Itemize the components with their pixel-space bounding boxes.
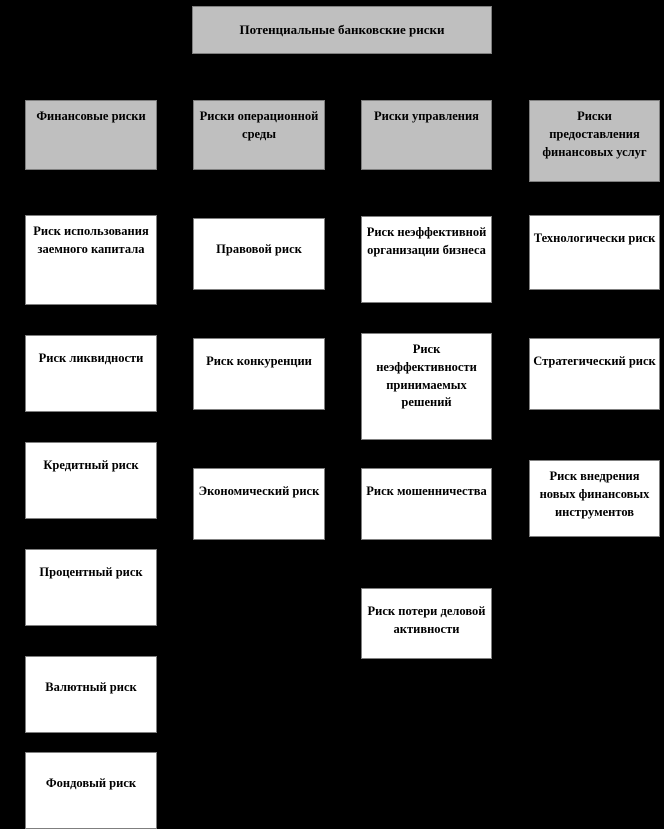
risk-node-label: Технологически риск	[533, 231, 656, 245]
risk-node-management-1: Риск неэффективной организации бизнеса	[361, 216, 492, 303]
risk-node-label: Риск ликвидности	[38, 351, 144, 365]
risk-node-label: Риск неэффективной организации бизнеса	[366, 225, 487, 257]
risk-node-financial-5: Валютный риск	[25, 656, 157, 733]
diagram-title-box: Потенциальные банковские риски	[192, 6, 492, 54]
risk-node-label: Риск мошенничества	[366, 484, 487, 498]
category-header-management: Риски управления	[361, 100, 492, 170]
risk-node-services-1: Технологически риск	[529, 215, 660, 290]
risk-node-operational-2: Риск конкуренции	[193, 338, 325, 410]
risk-node-label: Валютный риск	[45, 680, 137, 694]
risk-node-financial-4: Процентный риск	[25, 549, 157, 626]
category-header-label: Риски предоставления финансовых услуг	[542, 109, 647, 159]
risk-node-financial-2: Риск ликвидности	[25, 335, 157, 412]
risk-node-label: Процентный риск	[39, 565, 143, 579]
category-header-label: Финансовые риски	[36, 109, 146, 123]
risk-node-label: Риск неэффективности принимаемых решений	[376, 342, 477, 410]
risk-node-label: Риск использования заемного капитала	[33, 224, 149, 256]
risk-node-operational-3: Экономический риск	[193, 468, 325, 540]
risk-node-label: Правовой риск	[216, 242, 302, 256]
risk-node-financial-3: Кредитный риск	[25, 442, 157, 519]
risk-node-services-3: Риск внедрения новых финансовых инструме…	[529, 460, 660, 537]
risk-node-label: Риск конкуренции	[206, 354, 312, 368]
category-header-services: Риски предоставления финансовых услуг	[529, 100, 660, 182]
risk-node-operational-1: Правовой риск	[193, 218, 325, 290]
category-header-label: Риски управления	[374, 109, 479, 123]
risk-node-management-2: Риск неэффективности принимаемых решений	[361, 333, 492, 440]
category-header-operational: Риски операционной среды	[193, 100, 325, 170]
category-header-label: Риски операционной среды	[199, 109, 319, 141]
risk-node-label: Стратегический риск	[533, 354, 656, 368]
risk-node-label: Кредитный риск	[43, 458, 139, 472]
risk-node-management-4: Риск потери деловой активности	[361, 588, 492, 659]
risk-node-label: Фондовый риск	[45, 776, 137, 790]
diagram-title: Потенциальные банковские риски	[239, 21, 445, 37]
risk-node-label: Риск потери деловой активности	[367, 604, 486, 636]
risk-node-label: Риск внедрения новых финансовых инструме…	[539, 469, 650, 519]
risk-node-label: Экономический риск	[198, 484, 320, 498]
risk-node-services-2: Стратегический риск	[529, 338, 660, 410]
risk-node-management-3: Риск мошенничества	[361, 468, 492, 540]
risk-node-financial-6: Фондовый риск	[25, 752, 157, 829]
risk-node-financial-1: Риск использования заемного капитала	[25, 215, 157, 305]
category-header-financial: Финансовые риски	[25, 100, 157, 170]
